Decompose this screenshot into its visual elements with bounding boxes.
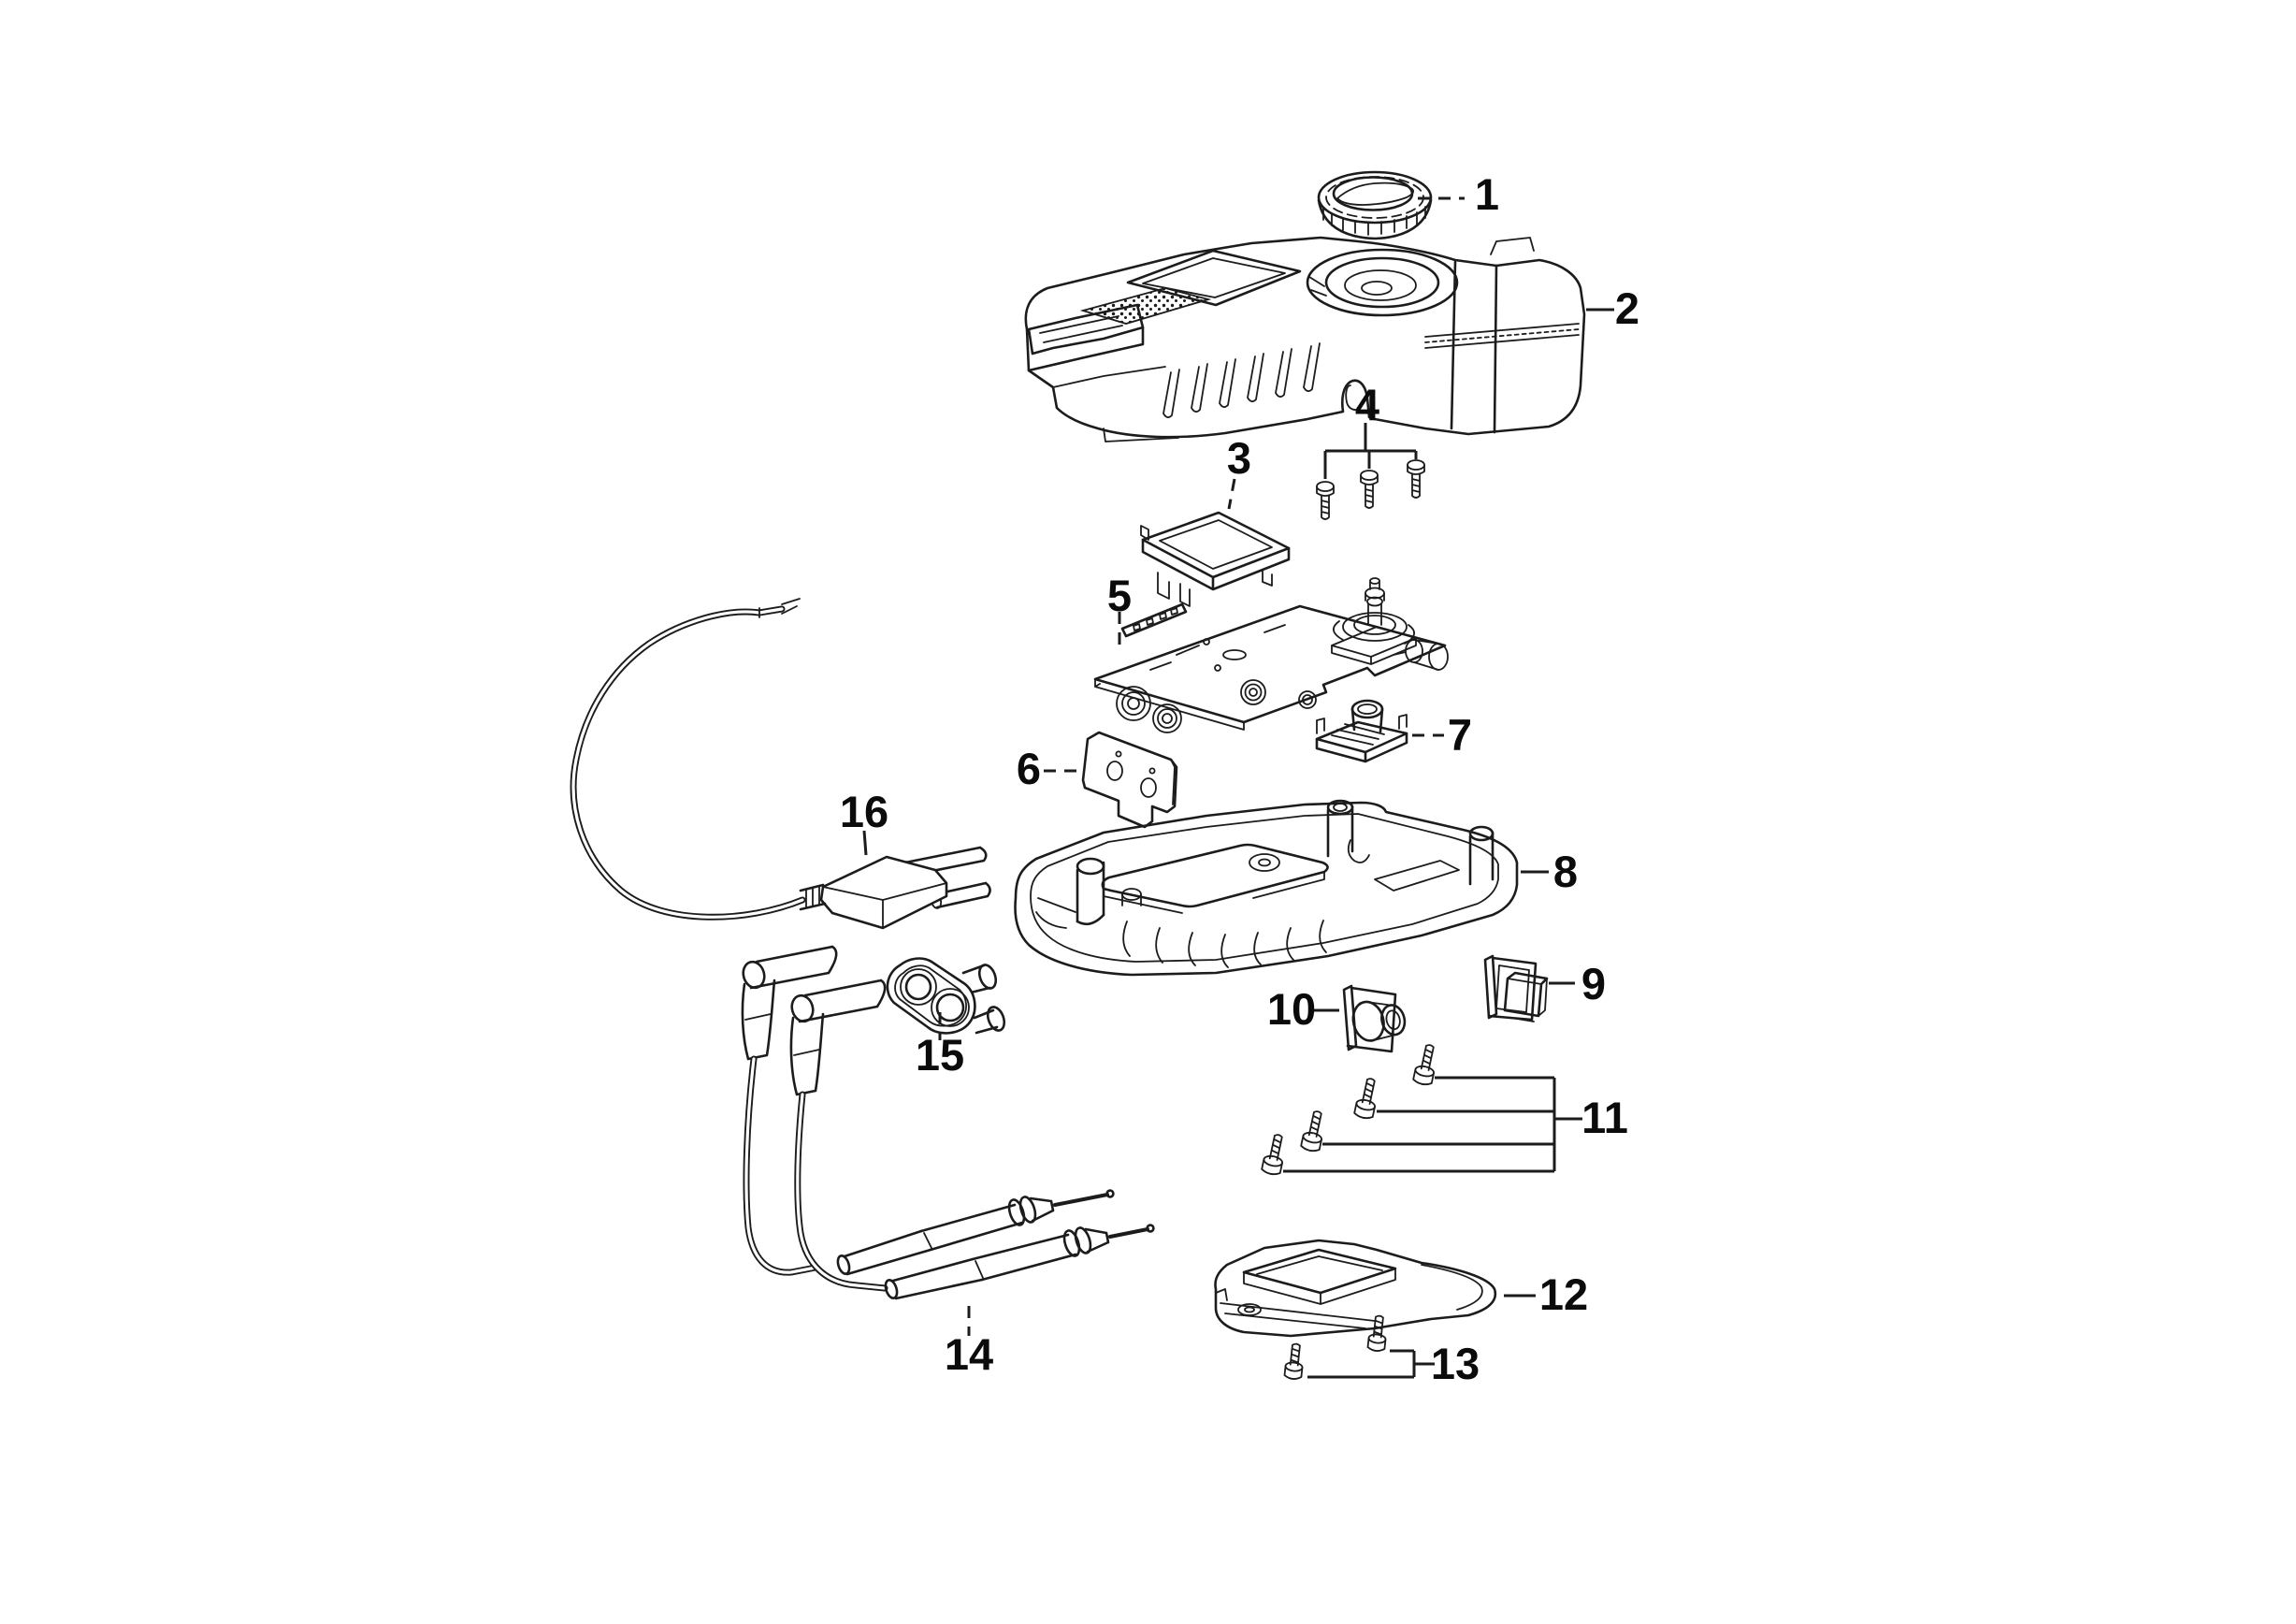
part-label-1: 1 [1475, 169, 1499, 219]
part-label-9: 9 [1581, 959, 1606, 1008]
part-label-5: 5 [1107, 571, 1132, 620]
part-3-lcd-display-drawing [1140, 511, 1291, 607]
part-label-14: 14 [945, 1329, 993, 1379]
part-label-15: 15 [916, 1030, 964, 1080]
part-label-12: 12 [1539, 1269, 1588, 1319]
part-label-7: 7 [1448, 710, 1472, 760]
part-7-switch-block-drawing [1315, 699, 1408, 763]
part-label-6: 6 [1017, 744, 1041, 793]
part-1-rotary-knob-drawing [1317, 170, 1433, 240]
part-4-screws-drawing [1316, 459, 1425, 520]
part-label-4: 4 [1355, 380, 1379, 429]
part-9-push-button-drawing [1483, 954, 1549, 1022]
part-label-11: 11 [1581, 1093, 1628, 1142]
part-2-top-housing-drawing [1024, 236, 1586, 442]
leader-lines [862, 196, 1614, 1379]
part-16-lead-adapter-drawing [570, 598, 991, 930]
part-6-insulator-plate-drawing [1081, 731, 1178, 829]
leader-13-bracket [1307, 1349, 1435, 1379]
part-label-13: 13 [1431, 1339, 1480, 1388]
part-label-16: 16 [840, 787, 888, 836]
part-12-battery-cover-drawing [1214, 1239, 1497, 1338]
part-10-button-boot-drawing [1342, 984, 1407, 1053]
part-5-pcb-drawing [1093, 577, 1449, 733]
part-label-2: 2 [1615, 283, 1639, 333]
part-14-test-probes-drawing [741, 945, 1155, 1300]
part-label-3: 3 [1227, 433, 1251, 483]
leader-4-bracket [1323, 423, 1418, 479]
part-11-screws-drawing [1261, 1044, 1435, 1176]
part-labels: 1 2 3 4 5 6 7 8 9 10 11 12 13 14 15 16 [840, 169, 1639, 1388]
part-15-probe-holder-drawing [886, 957, 1006, 1035]
part-label-10: 10 [1267, 984, 1316, 1034]
leader-3 [1227, 478, 1236, 510]
part-label-8: 8 [1553, 847, 1578, 896]
leader-11-bracket [1283, 1076, 1582, 1173]
leader-16 [862, 830, 868, 856]
part-8-bottom-housing-drawing [1014, 799, 1519, 977]
part-13-screws-drawing [1283, 1314, 1387, 1380]
